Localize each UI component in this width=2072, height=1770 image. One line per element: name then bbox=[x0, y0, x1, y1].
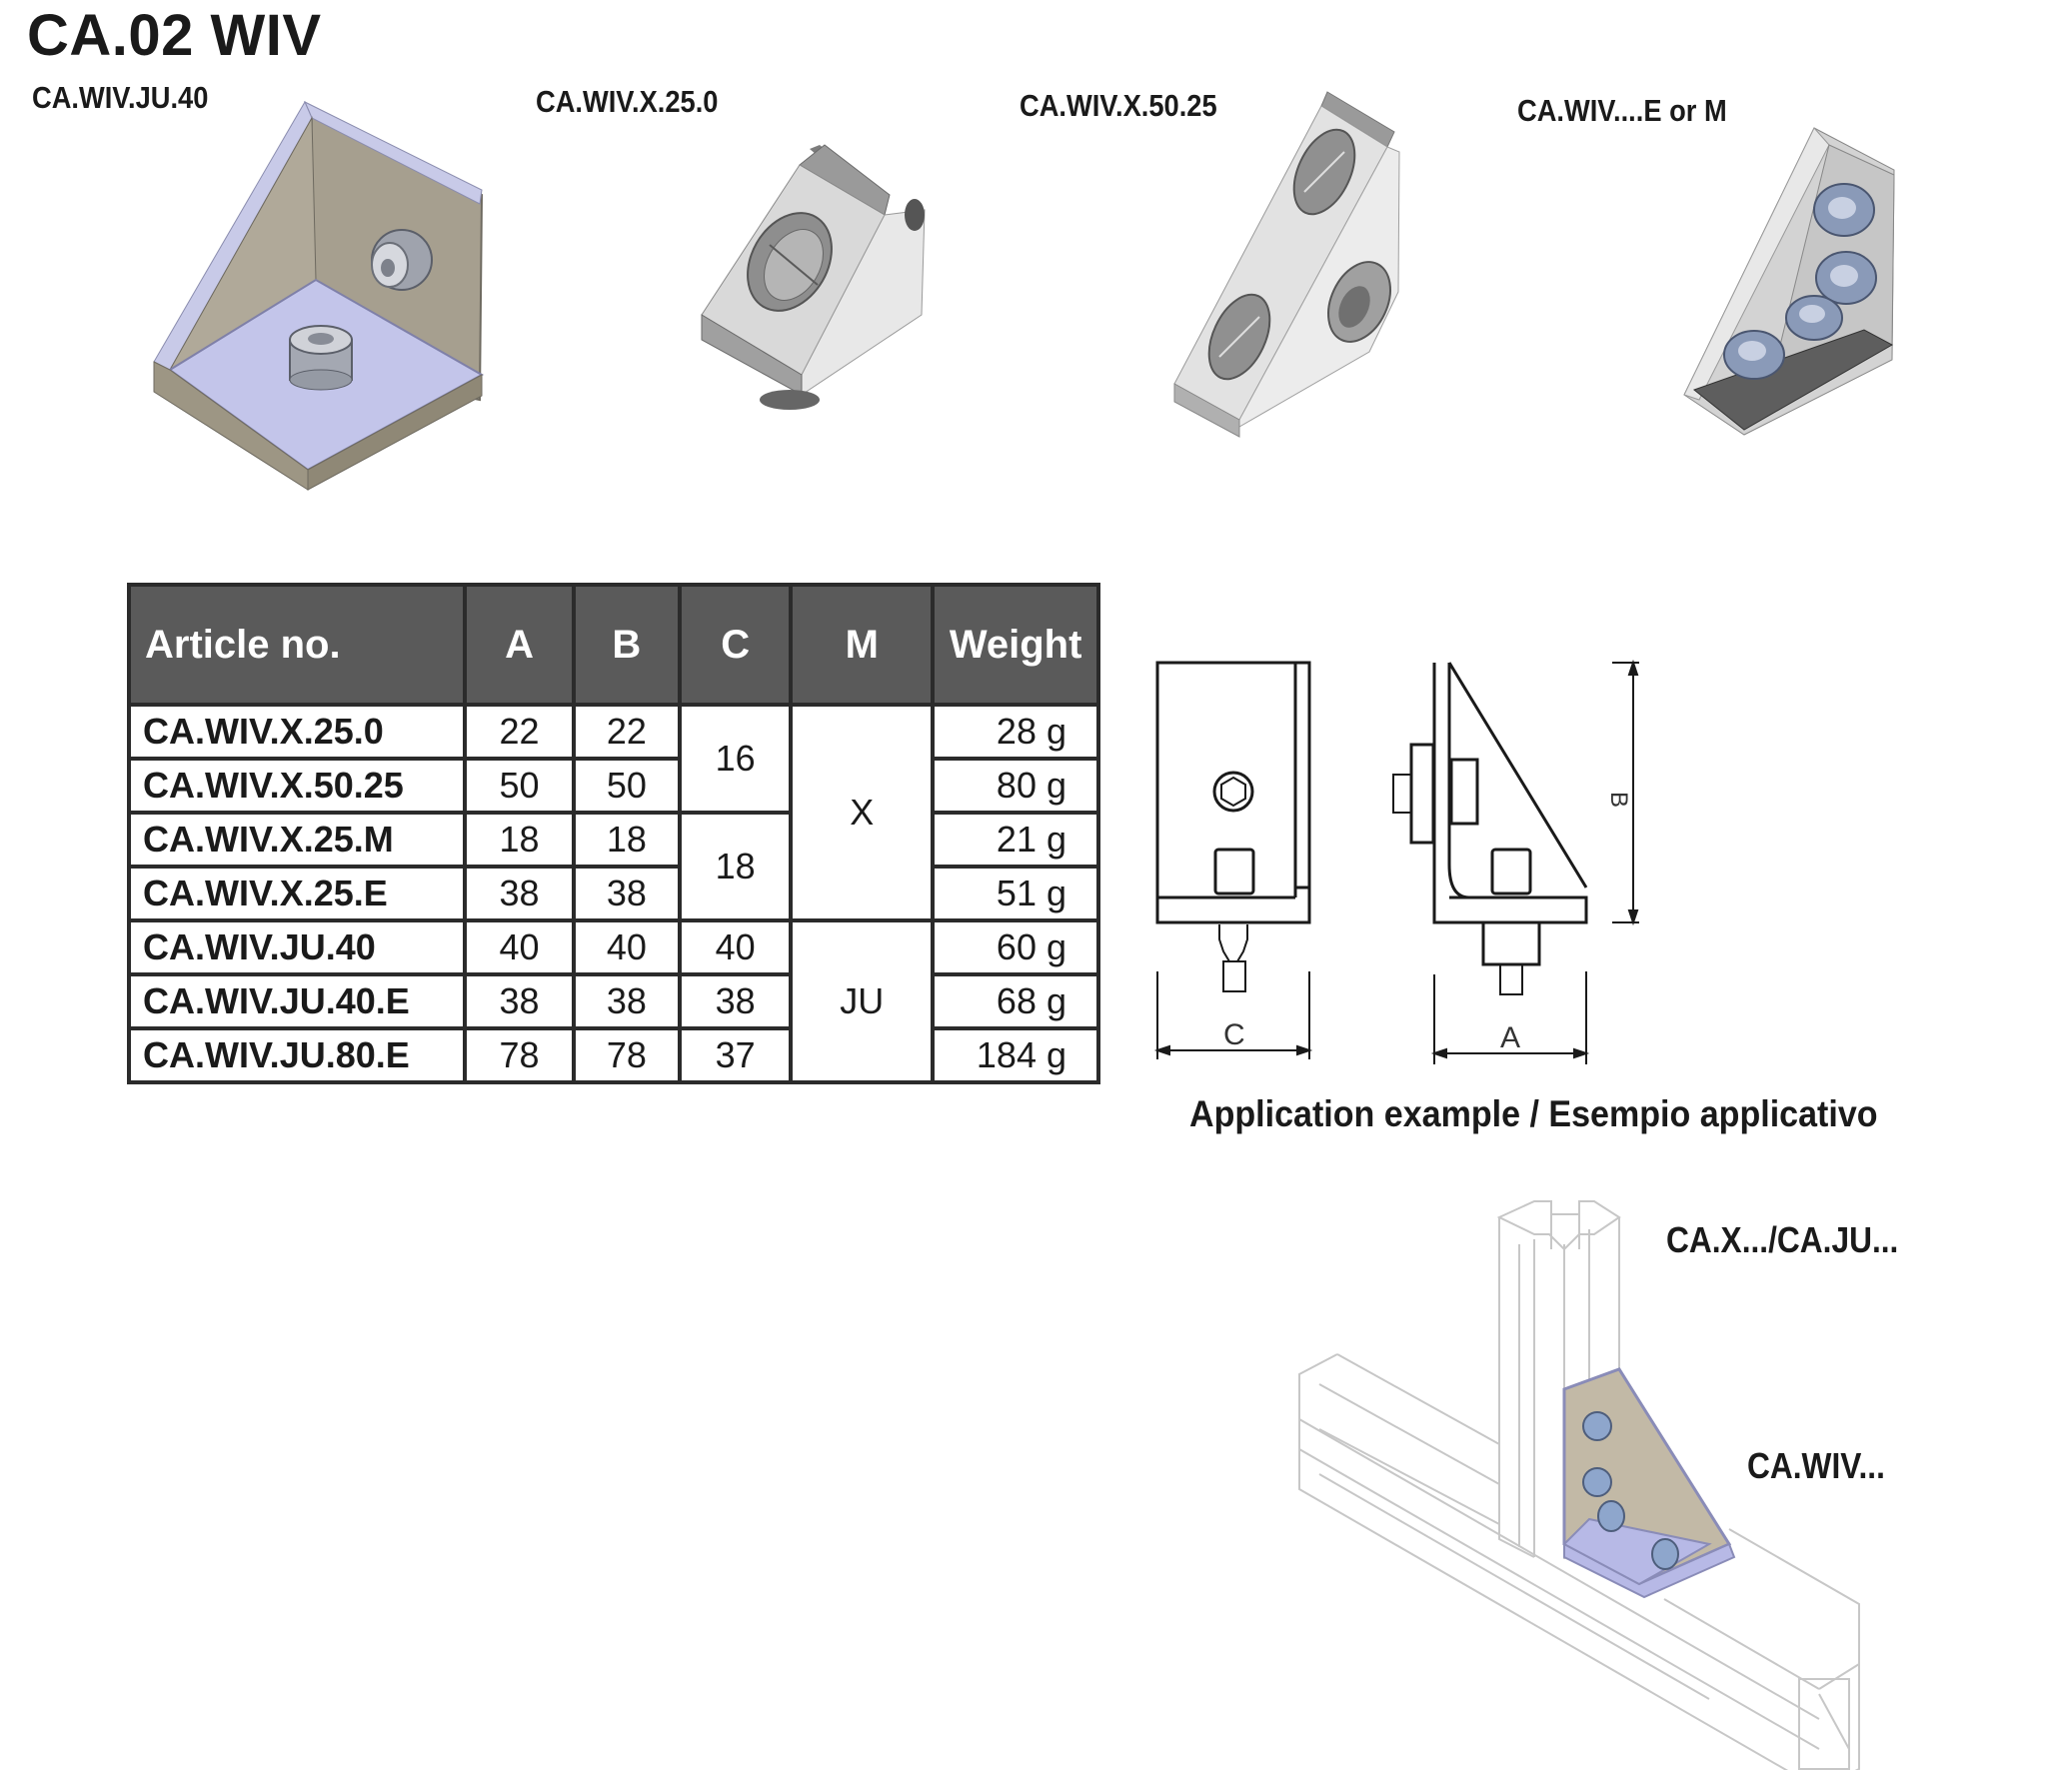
product-label-x25-0: CA.WIV.X.25.0 bbox=[536, 84, 719, 119]
horizontal-profile bbox=[1298, 1353, 1860, 1770]
product-label-e-or-m: CA.WIV....E or M bbox=[1517, 93, 1727, 128]
cell-weight: 51 g bbox=[931, 865, 1100, 922]
x50-25-bracket-image bbox=[1173, 91, 1400, 438]
cell-b: 22 bbox=[571, 703, 683, 761]
cell-weight: 28 g bbox=[931, 703, 1100, 761]
side-view-drawing bbox=[1392, 662, 1588, 995]
dimension-b bbox=[1612, 659, 1639, 926]
cell-a: 78 bbox=[463, 1026, 576, 1084]
cell-article: CA.WIV.X.25.0 bbox=[126, 703, 468, 761]
cell-article: CA.WIV.X.25.E bbox=[126, 865, 468, 922]
cell-m-merged: X bbox=[789, 703, 936, 922]
table-row: CA.WIV.JU.40 40 40 40 JU 60 g bbox=[126, 918, 1100, 1084]
table-row: CA.WIV.X.25.0 22 22 16 X 28 g bbox=[126, 703, 1100, 922]
spec-table: Article no. A B C M Weight CA.WIV.X.25.0… bbox=[126, 583, 1100, 1084]
cell-c: 37 bbox=[678, 1026, 794, 1084]
bracket-label: CA.WIV... bbox=[1747, 1445, 1885, 1486]
product-label-ju40: CA.WIV.JU.40 bbox=[32, 80, 209, 115]
table-header-row: Article no. A B C M Weight bbox=[126, 583, 1100, 707]
bracket-bolts bbox=[1582, 1411, 1679, 1570]
cell-weight: 68 g bbox=[931, 972, 1100, 1030]
cell-weight: 60 g bbox=[931, 918, 1100, 976]
cell-b: 18 bbox=[571, 811, 683, 869]
cell-weight: 80 g bbox=[931, 757, 1100, 815]
profile-label: CA.X.../CA.JU... bbox=[1666, 1219, 1899, 1260]
table-row: CA.WIV.JU.40.E 38 38 38 68 g bbox=[126, 972, 1100, 1030]
cell-a: 38 bbox=[463, 865, 576, 922]
cell-article: CA.WIV.X.50.25 bbox=[126, 757, 468, 815]
cell-a: 40 bbox=[463, 918, 576, 976]
header-a: A bbox=[463, 583, 576, 707]
table-row: CA.WIV.X.25.E 38 38 51 g bbox=[126, 865, 1100, 922]
dimension-a bbox=[1430, 971, 1590, 1064]
header-weight: Weight bbox=[931, 583, 1100, 707]
application-example-image bbox=[1298, 1200, 1860, 1770]
table-row: CA.WIV.JU.80.E 78 78 37 184 g bbox=[126, 1026, 1100, 1084]
header-m: M bbox=[789, 583, 936, 707]
cell-article: CA.WIV.JU.40.E bbox=[126, 972, 468, 1030]
cell-c: 40 bbox=[678, 918, 794, 976]
page-title: CA.02 WIV bbox=[27, 3, 322, 68]
table-row: CA.WIV.X.25.M 18 18 18 21 g bbox=[126, 811, 1100, 922]
dimension-c-label: C bbox=[1223, 1018, 1245, 1051]
cell-b: 38 bbox=[571, 865, 683, 922]
header-c: C bbox=[678, 583, 794, 707]
cell-b: 78 bbox=[571, 1026, 683, 1084]
dimension-a-label: A bbox=[1500, 1021, 1520, 1054]
technical-drawing: C A B bbox=[1153, 659, 1639, 1064]
application-caption: Application example / Esempio applicativ… bbox=[1189, 1093, 1878, 1134]
cell-weight: 184 g bbox=[931, 1026, 1100, 1084]
table-row: CA.WIV.X.50.25 50 50 80 g bbox=[126, 757, 1100, 815]
cell-c-merged: 16 bbox=[678, 703, 794, 815]
cell-c-merged: 18 bbox=[678, 811, 794, 922]
cell-b: 38 bbox=[571, 972, 683, 1030]
product-label-x50-25: CA.WIV.X.50.25 bbox=[1020, 88, 1217, 123]
cell-article: CA.WIV.X.25.M bbox=[126, 811, 468, 869]
e-or-m-bracket-image bbox=[1683, 127, 1895, 436]
ju40-angle-bracket-image bbox=[153, 100, 485, 491]
cell-article: CA.WIV.JU.40 bbox=[126, 918, 468, 976]
header-article: Article no. bbox=[126, 583, 468, 707]
dimension-b-label: B bbox=[1605, 792, 1632, 808]
front-view-drawing bbox=[1155, 661, 1311, 992]
cell-m-merged: JU bbox=[789, 918, 936, 1084]
cell-a: 38 bbox=[463, 972, 576, 1030]
cell-b: 40 bbox=[571, 918, 683, 976]
dimension-c bbox=[1153, 971, 1313, 1059]
cell-a: 50 bbox=[463, 757, 576, 815]
cell-a: 22 bbox=[463, 703, 576, 761]
cell-c: 38 bbox=[678, 972, 794, 1030]
cell-weight: 21 g bbox=[931, 811, 1100, 869]
cell-a: 18 bbox=[463, 811, 576, 869]
x25-0-bracket-image bbox=[701, 144, 926, 410]
header-b: B bbox=[571, 583, 683, 707]
cell-b: 50 bbox=[571, 757, 683, 815]
cell-article: CA.WIV.JU.80.E bbox=[126, 1026, 468, 1084]
